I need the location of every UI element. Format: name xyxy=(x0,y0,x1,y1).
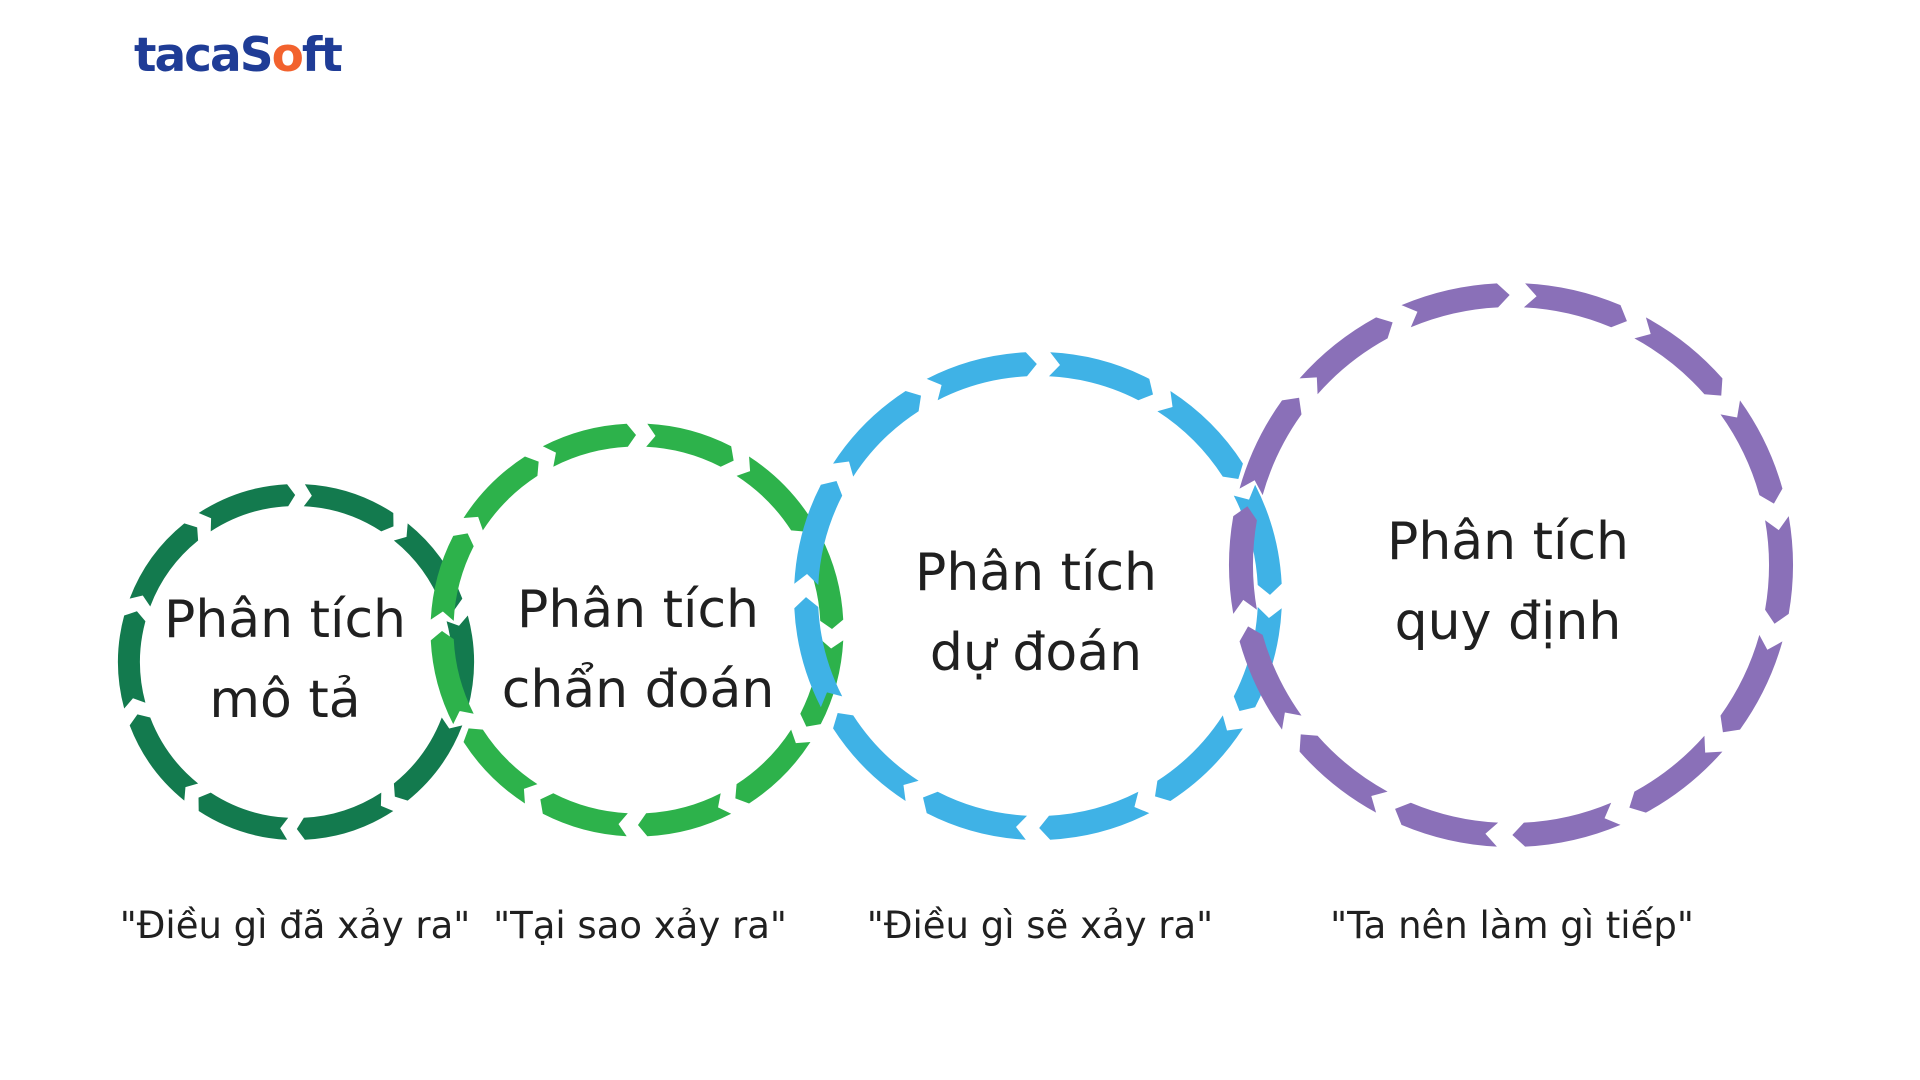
ring-segment xyxy=(794,481,843,586)
ring-segment xyxy=(430,533,474,621)
ring-segment xyxy=(542,423,637,467)
ring-segment xyxy=(1512,802,1621,847)
ring-segment xyxy=(118,611,146,709)
ring-segment xyxy=(923,791,1028,840)
ring-segment xyxy=(198,484,296,532)
ring-segment xyxy=(735,729,811,804)
ring-segment xyxy=(1401,283,1510,328)
ring-segment xyxy=(1039,791,1150,840)
ring-segment xyxy=(1229,506,1257,614)
ring-segment xyxy=(463,728,538,804)
ring-predictive xyxy=(794,352,1282,840)
ring-segment xyxy=(1157,391,1243,479)
stage-caption-diagnostic: "Tại sao xảy ra" xyxy=(493,904,787,947)
tacasoft-logo: tacaSoft xyxy=(134,28,343,83)
ring-segment xyxy=(1299,734,1388,813)
ring-segment xyxy=(198,792,289,840)
ring-segment xyxy=(296,792,394,840)
ring-segment xyxy=(1720,634,1783,733)
ring-segment xyxy=(1239,626,1302,730)
stage-caption-prescriptive: "Ta nên làm gì tiếp" xyxy=(1330,904,1694,947)
ring-segment xyxy=(1765,516,1793,624)
ring-segment xyxy=(463,456,539,531)
ring-segment xyxy=(637,793,732,837)
ring-segment xyxy=(736,456,811,532)
ring-prescriptive xyxy=(1229,283,1793,847)
ring-segment xyxy=(1629,735,1723,813)
ring-segment xyxy=(1239,397,1302,496)
ring-segment xyxy=(794,597,843,708)
ring-segment xyxy=(1720,400,1783,504)
ring-segment xyxy=(393,717,463,801)
ring-segment xyxy=(833,713,919,801)
ring-segment xyxy=(1634,317,1723,396)
ring-segment xyxy=(1523,283,1627,328)
ring-descriptive xyxy=(118,484,474,840)
ring-segment xyxy=(1155,715,1243,801)
ring-segment xyxy=(129,714,199,801)
ring-segment xyxy=(1395,802,1499,847)
ring-segment xyxy=(1048,352,1153,401)
ring-segment xyxy=(303,484,394,532)
stage-caption-descriptive: "Điều gì đã xảy ra" xyxy=(119,904,471,947)
ring-segment xyxy=(540,793,628,837)
stage-caption-predictive: "Điều gì sẽ xảy ra" xyxy=(866,904,1214,947)
ring-segment xyxy=(1299,317,1393,395)
ring-segment xyxy=(926,352,1037,401)
ring-segment xyxy=(833,391,921,477)
ring-segment xyxy=(129,523,199,607)
ring-segment xyxy=(430,630,474,725)
ring-segment xyxy=(646,423,734,467)
